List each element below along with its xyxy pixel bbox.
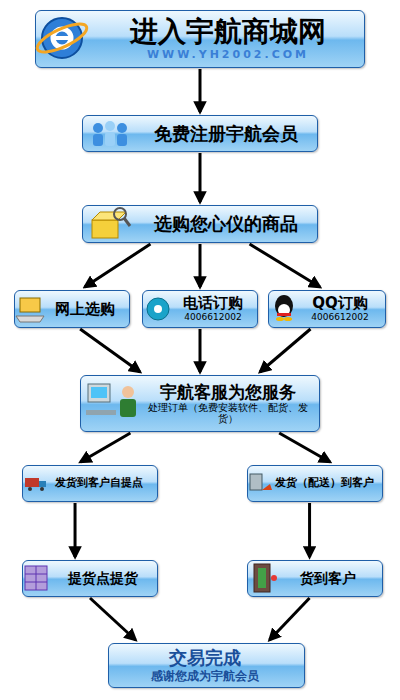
box-title: 免费注册宇航会员 (154, 124, 298, 144)
flow-arrow (90, 598, 136, 640)
flow-arrow (199, 153, 202, 202)
process-box: 发货（配送）到客户 (247, 465, 383, 502)
flow-arrow (85, 244, 151, 287)
process-box: 选购您心仪的商品 (82, 205, 318, 243)
flow-arrow (308, 503, 311, 557)
box-title: QQ订购 (312, 295, 368, 312)
box-subtext: 4006612002 (184, 313, 241, 323)
flow-arrow (199, 329, 202, 372)
box-title: 宇航客服为您服务 (160, 383, 296, 402)
process-box: QQ订购4006612002 (268, 290, 386, 328)
process-box: 网上选购 (14, 290, 130, 328)
process-box: 免费注册宇航会员 (82, 115, 318, 152)
flow-arrow (279, 433, 330, 462)
box-title: 发货到客户自提点 (55, 477, 143, 489)
process-box: 电话订购4006612002 (142, 290, 258, 328)
flow-arrow (199, 244, 202, 287)
flow-arrow (250, 244, 320, 287)
flow-arrow (80, 433, 130, 462)
box-subtext: 4006612002 (311, 313, 368, 323)
box-title: 选购您心仪的商品 (154, 214, 298, 234)
box-title: 进入宇航商城网 (130, 17, 326, 48)
flow-arrow (260, 329, 310, 372)
flow-arrow (270, 598, 310, 640)
process-box: 宇航客服为您服务处理订单（免费安装软件、配货、发货） (80, 375, 320, 432)
box-title: 发货（配送）到客户 (275, 477, 374, 489)
box-title: 货到客户 (300, 571, 356, 586)
flow-arrow (80, 329, 140, 372)
box-title: 网上选购 (55, 301, 115, 318)
flow-arrow (199, 69, 202, 112)
process-box: 进入宇航商城网WWW.YH2002.COM (35, 10, 365, 68)
box-subtext: 处理订单（免费安装软件、配货、发货） (141, 403, 315, 424)
process-box: 货到客户 (247, 560, 383, 597)
box-title: 电话订购 (183, 295, 243, 312)
process-box: 交易完成感谢您成为宇航会员 (108, 643, 305, 688)
flow-arrow (74, 503, 77, 557)
process-box: 提货点提货 (22, 560, 158, 597)
process-box: 发货到客户自提点 (22, 465, 158, 502)
box-subtext: WWW.YH2002.COM (147, 49, 309, 61)
box-title: 提货点提货 (68, 571, 138, 586)
box-title: 交易完成 (169, 648, 241, 668)
box-subtext: 感谢您成为宇航会员 (151, 670, 259, 683)
